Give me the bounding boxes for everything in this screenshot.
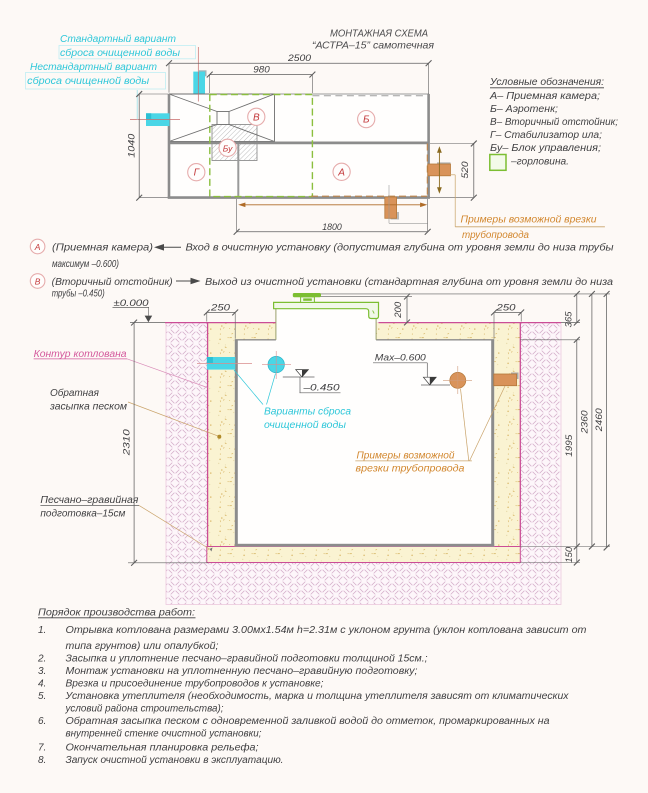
svg-text:4.: 4.: [38, 679, 46, 690]
svg-text:Запуск очистной установки в эк: Запуск очистной установки в эксплуатацию…: [66, 755, 284, 766]
svg-text:Г– Стабилизатор ила;: Г– Стабилизатор ила;: [490, 130, 602, 141]
svg-text:максимум –0.600): максимум –0.600): [52, 259, 119, 270]
svg-text:3.: 3.: [38, 666, 46, 677]
svg-text:МОНТАЖНАЯ СХЕМА: МОНТАЖНАЯ СХЕМА: [330, 28, 428, 40]
svg-text:В– Вторичный отстойник;: В– Вторичный отстойник;: [490, 117, 618, 128]
svg-text:150: 150: [564, 546, 575, 563]
svg-text:6.: 6.: [38, 716, 46, 727]
svg-text:засыпка песком: засыпка песком: [49, 401, 127, 412]
svg-text:2460: 2460: [594, 408, 605, 433]
svg-text:типа грунтов) или опалубкой;: типа грунтов) или опалубкой;: [66, 640, 219, 652]
svg-text:подготовка–15см: подготовка–15см: [40, 508, 125, 519]
svg-text:5.: 5.: [38, 691, 46, 702]
svg-text:Стандартный вариант: Стандартный вариант: [60, 34, 176, 45]
svg-text:очищенной воды: очищенной воды: [264, 420, 347, 431]
svg-text:трубопровода: трубопровода: [462, 229, 529, 241]
svg-text:Обратная засыпка песком с одно: Обратная засыпка песком с одновременной …: [66, 715, 550, 727]
svg-text:(Вторичный отстойник): (Вторичный отстойник): [52, 277, 173, 288]
svg-text:2.: 2.: [37, 654, 46, 665]
svg-text:Выход из очистной установки (с: Выход из очистной установки (стандартная…: [205, 276, 613, 288]
svg-text:В: В: [253, 112, 260, 123]
svg-text:В: В: [35, 277, 41, 287]
svg-text:Засыпка и уплотнение песчано–г: Засыпка и уплотнение песчано–гравийной п…: [66, 654, 428, 665]
svg-text:Г: Г: [194, 168, 201, 179]
svg-text:условий района строительства);: условий района строительства);: [65, 704, 224, 715]
svg-text:1.: 1.: [38, 625, 46, 636]
svg-text:1800: 1800: [322, 222, 342, 233]
svg-text:А– Приемная камера;: А– Приемная камера;: [489, 91, 600, 102]
svg-text:Установка утеплителя (необходи: Установка утеплителя (необходимость, мар…: [64, 690, 569, 702]
svg-text:внутренней стенке очистной уст: внутренней стенке очистной установки;: [66, 729, 262, 740]
svg-text:“АСТРА–15” самотечная: “АСТРА–15” самотечная: [312, 40, 434, 52]
svg-text:Обратная: Обратная: [50, 387, 100, 399]
svg-text:2310: 2310: [121, 428, 132, 456]
svg-text:365: 365: [563, 311, 574, 328]
svg-text:Контур котлована: Контур котлована: [34, 349, 127, 360]
svg-text:врезки трубопровода: врезки трубопровода: [356, 463, 465, 475]
svg-text:Монтаж установки на уплотненну: Монтаж установки на уплотненную песчано–…: [66, 666, 418, 677]
svg-text:Б– Аэротенк;: Б– Аэротенк;: [490, 104, 558, 115]
svg-text:200: 200: [393, 301, 404, 319]
svg-text:Песчано–гравийная: Песчано–гравийная: [40, 495, 139, 506]
svg-text:Варианты сброса: Варианты сброса: [264, 406, 351, 418]
svg-text:±0.000: ±0.000: [114, 298, 150, 309]
svg-text:–горловина.: –горловина.: [510, 157, 569, 168]
svg-text:250: 250: [210, 302, 231, 313]
svg-text:(Приемная камера): (Приемная камера): [52, 243, 153, 254]
svg-text:Вход в очистную установку (доп: Вход в очистную установку (допустимая гл…: [186, 242, 615, 254]
svg-text:Примеры возможной врезки: Примеры возможной врезки: [461, 215, 597, 226]
svg-text:А: А: [34, 242, 41, 252]
svg-text:Окончательная планировка релье: Окончательная планировка рельефа;: [66, 742, 259, 754]
svg-text:250: 250: [495, 302, 516, 313]
svg-text:Условные обозначения:: Условные обозначения:: [489, 77, 604, 88]
svg-text:сброса очищенной воды: сброса очищенной воды: [27, 75, 150, 87]
svg-text:1995: 1995: [564, 434, 575, 457]
svg-text:Бу– Блок управления;: Бу– Блок управления;: [490, 143, 601, 154]
svg-text:Отрывка котлована размерами 3.: Отрывка котлована размерами 3.00мх1.54м …: [66, 625, 587, 636]
svg-text:Примеры возможной: Примеры возможной: [357, 450, 455, 461]
svg-text:Б: Б: [363, 115, 370, 126]
svg-text:А: А: [337, 167, 345, 178]
svg-text:трубы –0.450): трубы –0.450): [52, 288, 105, 300]
svg-text:Бу: Бу: [223, 143, 233, 153]
svg-text:2500: 2500: [287, 53, 312, 64]
svg-text:1040: 1040: [127, 133, 138, 158]
svg-text:7.: 7.: [38, 743, 46, 754]
svg-text:Нестандартный вариант: Нестандартный вариант: [30, 62, 157, 73]
svg-text:8.: 8.: [38, 755, 46, 766]
svg-text:2360: 2360: [579, 410, 590, 435]
svg-text:Врезка и присоединение трубопр: Врезка и присоединение трубопроводов к у…: [66, 678, 324, 690]
svg-text:Порядок производства работ:: Порядок производства работ:: [38, 607, 195, 619]
svg-text:–0.450: –0.450: [302, 383, 340, 394]
svg-text:980: 980: [253, 65, 270, 76]
svg-text:Max–0.600: Max–0.600: [375, 352, 427, 363]
svg-text:520: 520: [460, 161, 471, 179]
svg-text:сброса очищенной воды: сброса очищенной воды: [60, 47, 181, 59]
